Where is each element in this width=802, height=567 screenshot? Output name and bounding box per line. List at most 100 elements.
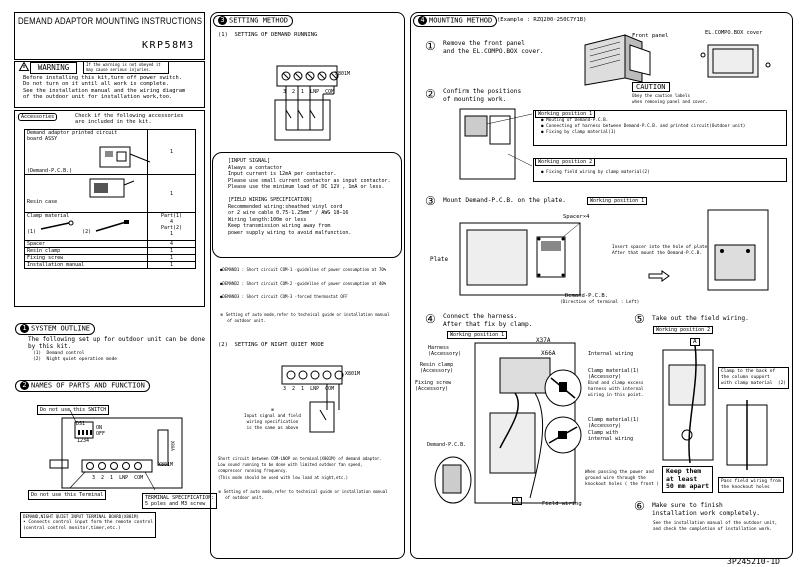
column-divider-2 <box>210 12 405 559</box>
step6-text: Make sure to finish installation work co… <box>652 502 761 517</box>
section4-example: (Example : RZQ200·250C7Y1B) <box>497 17 587 23</box>
accessory-qty: 1 <box>147 247 196 255</box>
board-title: DEMAND,NIGHT QUIET INPUT TERMINAL BOARD(… <box>23 514 139 519</box>
demand-item-1: ●DEMAND1 : Short circuit COM-1 -guidelin… <box>220 267 387 272</box>
pcb-illustration <box>99 146 151 168</box>
front-panel-label: Front panel <box>632 33 669 39</box>
input-signal-box <box>212 152 402 258</box>
night-terminals: 3 2 1 LNP COM <box>283 386 335 392</box>
board-illustration <box>49 409 183 491</box>
input-same-note: ※ Input signal and field wiring specific… <box>244 408 301 431</box>
terminal-spec: TERMINAL SPECIFICATION: 5 poles and M3 s… <box>142 493 218 509</box>
do-not-use-switch: Do not use this SWITCH <box>37 405 110 415</box>
marker-a-1: A <box>512 497 522 505</box>
clamp-part2-icon <box>95 220 130 232</box>
step4-wp1-tag: Working position 1 <box>447 331 508 339</box>
accessory-qty: 1 <box>147 254 196 262</box>
wp2-tag: Working position 2 <box>653 326 714 334</box>
unit-positions-illustration <box>459 108 533 180</box>
fixing-screw-label: Fixing screw (Accessory) <box>415 380 452 392</box>
demand-pcb-label: Demand-P.C.B. <box>565 293 609 299</box>
step5-text: Take out the field wiring. <box>652 315 749 322</box>
column-divider-3 <box>410 12 793 559</box>
section3-number: 3 <box>218 16 227 25</box>
x66a-label: X66A <box>541 350 556 357</box>
step6-number: ⑥ <box>634 499 645 513</box>
section4-number: 4 <box>418 16 427 25</box>
section1-text: The following set up for outdoor unit ca… <box>28 336 206 350</box>
board-description-box: DEMAND,NIGHT QUIET INPUT TERMINAL BOARD(… <box>20 512 156 538</box>
resin-clamp-label: Resin clamp (Accessory) <box>420 362 454 374</box>
plate-label: Plate <box>430 256 449 263</box>
internal-wiring-label: Internal wiring <box>588 351 634 357</box>
clamp1b-label: Clamp material(1) (Accessory) <box>588 417 640 429</box>
section3-sub2: (2) SETTING OF NIGHT QUIET MODE <box>218 342 324 348</box>
clamp-with-label: Clamp with internal wiring <box>588 430 634 442</box>
section3-note1: ※ Setting of auto mode,refer to technica… <box>220 312 390 323</box>
do-not-use-terminal: Do not use this Terminal <box>28 490 107 500</box>
step2-text: Confirm the positions of mounting work. <box>443 88 522 103</box>
accessories-intro: Check if the following accessories are i… <box>75 113 184 125</box>
switch-on-label: ON <box>96 425 103 431</box>
warning-label: WARNING <box>30 62 77 74</box>
step6-note: See the installation manual of the outdo… <box>653 521 778 532</box>
model-number: KRP58M3 <box>142 40 195 51</box>
column-detail-illustration <box>726 400 768 470</box>
clamp1a-label: Clamp material(1) (Accessory) <box>588 368 640 380</box>
clamp-part-2: (2) <box>82 229 92 235</box>
terminal-numbers: 3 2 1 LNP COM <box>92 475 144 481</box>
x80a-label: X80A <box>170 441 175 451</box>
demand-pcb-label-2: Demand-P.C.B. <box>427 442 467 448</box>
step4-text: Connect the harness. After that fix by c… <box>443 313 533 328</box>
pcb-detail-circle <box>434 456 472 504</box>
demand-terminals: 3 2 1 LNP COM <box>283 89 335 95</box>
accessory-qty: Part(1) 4 Part(2) 1 <box>147 212 196 241</box>
document-number: 3P245210-1D <box>727 557 780 566</box>
step1-text: Remove the front panel and the EL.COMPO.… <box>443 40 544 55</box>
board-text: • Connects control input form the remote… <box>23 520 154 531</box>
ds1-label: DS1 <box>76 421 86 427</box>
clamp-detail-circle-2 <box>544 416 582 454</box>
accessory-name: Clamp material <box>27 213 70 219</box>
wp2-items: ● Fixing field wiring by clamp material(… <box>541 170 650 175</box>
warning-note: If the warning is not obeyed it may caus… <box>83 61 169 74</box>
accessory-qty: 1 <box>147 129 196 175</box>
clamp-part1-icon <box>40 220 74 230</box>
accessory-name: Demand adaptor printed circuit board ASS… <box>27 130 118 174</box>
arrow-right-icon <box>648 270 670 282</box>
field-wiring-label: Field wiring <box>542 501 582 507</box>
input-signal-text: [INPUT SIGNAL] Always a contactor Input … <box>228 158 391 190</box>
step2-number: ② <box>425 87 436 101</box>
switch-off-label: OFF <box>96 431 106 437</box>
field-wiring-text: [FIELD WIRING SPECIFICATION] Recommended… <box>228 197 352 236</box>
section3-note2: ※ Setting of auto mode,refer to technica… <box>218 489 388 500</box>
night-x801m: X801M <box>345 371 361 377</box>
accessory-qty: 4 <box>147 240 196 248</box>
section4-title: MOUNTING METHOD <box>429 16 493 25</box>
demand-wiring-diagram <box>274 65 339 141</box>
section1-title: SYSTEM OUTLINE <box>31 324 91 333</box>
pass-field-box: Pass field wiring from the knockout hole… <box>718 477 784 493</box>
accessories-label: Accessories <box>18 113 58 121</box>
wp2-box <box>533 158 787 182</box>
resin-case-illustration <box>89 178 135 198</box>
step4-number: ④ <box>425 312 436 326</box>
caution-text: Obey the caution labels when removing pa… <box>632 93 708 104</box>
direction-label: (Direction of terminal : Left) <box>560 300 640 305</box>
accessory-qty: 1 <box>147 174 196 213</box>
wp1-tag: Working position 1 <box>587 197 648 205</box>
x801m-label: X801M <box>158 462 174 468</box>
harness-label: Harness (Accessory) <box>428 345 462 357</box>
wp1-label: Working position 1 <box>535 110 596 118</box>
demand-item-2: ●DEMAND2 : Short circuit COM-2 -guidelin… <box>220 281 387 286</box>
el-compo-label: EL.COMPO.BOX cover <box>705 30 763 36</box>
accessory-name: Resin clamp <box>24 247 148 255</box>
section3-sub1: (1) SETTING OF DEMAND RUNNING <box>218 32 318 38</box>
clamp-part-1: (1) <box>27 229 37 235</box>
section1-item-1: (1) Demand control <box>33 351 85 356</box>
accessory-qty: 1 <box>147 261 196 269</box>
section1-number: 1 <box>20 324 29 333</box>
insert-spacer-text: Insert spacer into the hole of plate Aft… <box>612 245 708 256</box>
